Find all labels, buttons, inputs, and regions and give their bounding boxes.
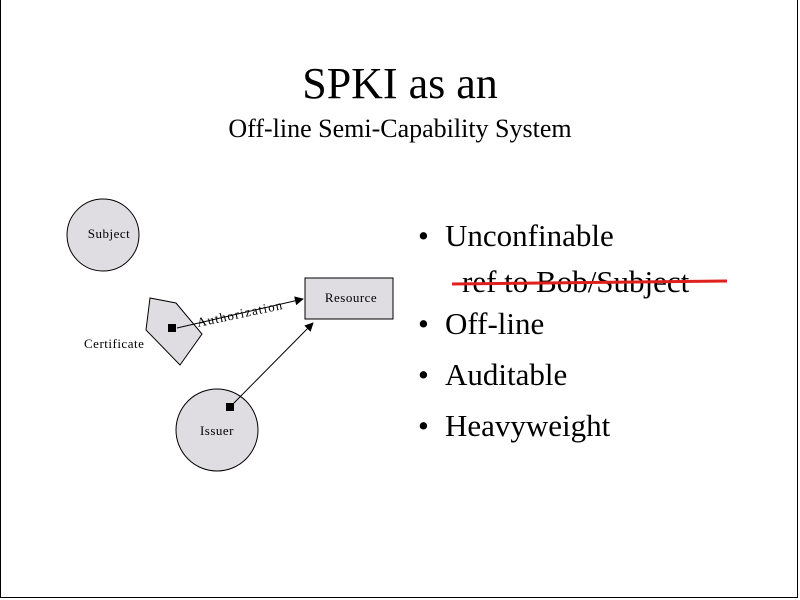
slide-subtitle: Off-line Semi-Capability System <box>228 114 572 143</box>
slide-title: SPKI as an <box>302 59 498 108</box>
bullet-icon: • <box>418 408 429 443</box>
issuer-node <box>175 388 259 472</box>
bullet-text: Heavyweight <box>445 408 611 443</box>
authorization-label: Authorization <box>196 297 285 330</box>
bullet-subtext: ref to Bob/Subject <box>418 266 788 308</box>
bullet-text: Auditable <box>445 357 568 392</box>
resource-label: Resource <box>325 290 377 305</box>
certificate-label: Certificate <box>84 336 144 351</box>
bullet-text: Off-line <box>445 306 545 341</box>
capability-diagram: Subject Resource Issuer Certificate Auth… <box>66 198 394 472</box>
bullet-icon: • <box>418 306 429 341</box>
resource-node <box>304 277 394 320</box>
bullet-list: • Unconfinable ref to Bob/Subject • Off-… <box>418 220 788 461</box>
issuer-resource-arrow <box>229 322 314 408</box>
authorization-arrow <box>176 296 304 329</box>
subject-label: Subject <box>88 226 131 241</box>
bullet-icon: • <box>418 218 429 253</box>
bullet-item: • Off-line <box>418 308 788 342</box>
subject-node <box>66 198 140 272</box>
bullet-item: • Unconfinable <box>418 220 788 254</box>
bullet-item: • Heavyweight <box>418 410 788 444</box>
issuer-label: Issuer <box>200 423 234 438</box>
certificate-dot <box>168 324 176 332</box>
bullet-item: • Auditable <box>418 359 788 393</box>
bullet-icon: • <box>418 357 429 392</box>
bullet-text: Unconfinable <box>445 218 614 253</box>
